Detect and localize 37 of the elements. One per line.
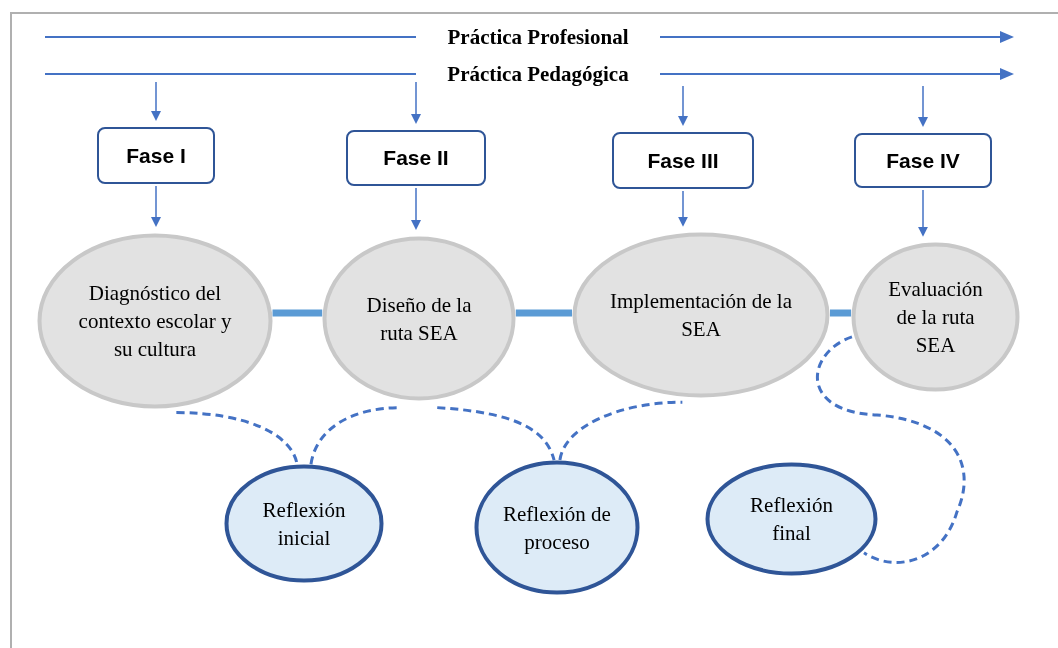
stage-ellipse xyxy=(322,236,516,401)
reflection-ellipse xyxy=(705,462,878,576)
phase-box xyxy=(612,132,754,189)
node-text: Evaluación de la ruta SEA xyxy=(887,276,984,359)
node-text: Reflexión final xyxy=(749,492,834,547)
arrow xyxy=(151,185,161,227)
connector-bar xyxy=(829,309,852,317)
phase-label: Fase III xyxy=(647,147,719,174)
stage-ellipse xyxy=(37,233,273,409)
dashed-connector xyxy=(437,406,556,461)
reflection-ellipse xyxy=(224,464,384,583)
stage-ellipse xyxy=(851,242,1020,392)
phase-label: Fase I xyxy=(126,142,186,169)
node-text: Reflexión inicial xyxy=(261,496,347,552)
node-text: Diseño de la ruta SEA xyxy=(365,291,473,347)
arrow xyxy=(151,81,161,121)
reflection-ellipse xyxy=(474,460,640,595)
node-text: Diagnóstico del contexto escolar y su cultura xyxy=(77,280,233,363)
node-text: Reflexión de proceso xyxy=(502,500,612,556)
phase-box xyxy=(346,130,486,186)
phase-box xyxy=(854,133,992,188)
dashed-connector xyxy=(558,400,683,461)
connector-bar xyxy=(272,309,323,317)
dashed-connector xyxy=(176,411,299,465)
phase-box xyxy=(97,127,215,184)
arrow xyxy=(918,189,928,237)
stage-ellipse xyxy=(572,232,830,398)
arrow xyxy=(678,190,688,227)
arrow xyxy=(678,85,688,126)
connector-bar xyxy=(515,309,573,317)
phase-label: Fase II xyxy=(383,145,449,172)
node-text: Implementación de la SEA xyxy=(609,288,793,343)
dashed-connector xyxy=(816,335,966,564)
arrow xyxy=(411,81,421,124)
phase-label: Fase IV xyxy=(886,147,960,174)
arrow xyxy=(918,85,928,127)
arrow xyxy=(411,187,421,231)
